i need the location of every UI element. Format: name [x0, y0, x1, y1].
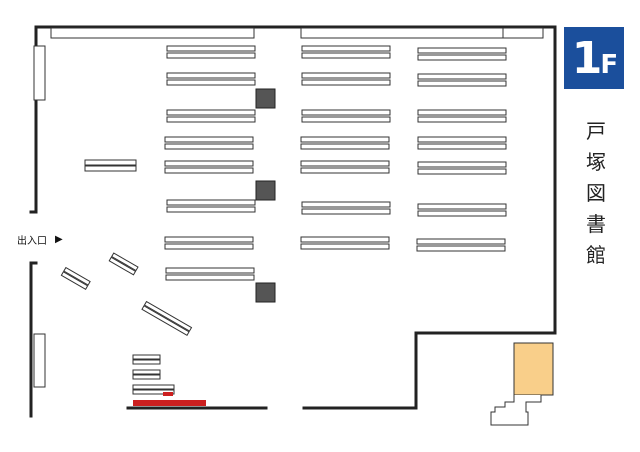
shelf-c3-2 [417, 73, 507, 87]
entrance-arrow-icon: ▶ [55, 234, 63, 245]
wall-north-west [34, 25, 557, 410]
shelf-c2-1 [301, 45, 391, 59]
shelf-c1-4 [164, 136, 254, 150]
staff-stairs [490, 394, 553, 426]
entrance-label: 出入口 ▶ [17, 232, 63, 247]
floor-badge: 1F [564, 27, 624, 89]
floor-number: 1 [571, 32, 603, 84]
pillar-3 [255, 282, 276, 303]
shelf-c3-5 [417, 161, 507, 175]
shelf-c1-3 [166, 109, 256, 123]
shelf-c3-3 [417, 109, 507, 123]
pillar-1 [255, 88, 276, 109]
library-name-char-1: 戸 [586, 119, 606, 143]
wall-south-west [29, 261, 38, 418]
shelf-left-small [84, 159, 137, 172]
library-name-char-5: 館 [586, 243, 606, 267]
shelf-angled-3 [141, 300, 193, 337]
shelf-angled-2 [60, 266, 91, 291]
shelf-c2-3 [301, 109, 391, 123]
wall-shelf-north-right [300, 27, 544, 39]
shelves [60, 45, 507, 395]
entrance-text: 出入口 [17, 236, 47, 247]
shelf-c2-5 [300, 160, 390, 174]
library-name-char-2: 塚 [586, 150, 606, 174]
wall-shelf-north-left [50, 27, 255, 39]
shelf-c1-7 [164, 236, 254, 250]
shelf-c1-8 [165, 267, 255, 281]
window-west-upper [33, 45, 46, 101]
shelf-c3-4 [417, 136, 507, 150]
library-name-char-4: 書 [586, 212, 606, 236]
shelf-c2-6 [301, 201, 391, 215]
staff-area [513, 342, 554, 396]
shelf-angled-1 [108, 252, 139, 276]
pillar-2 [255, 180, 276, 201]
shelf-c3-7 [416, 238, 506, 252]
shelf-counter-3 [132, 384, 175, 395]
library-name-char-3: 図 [586, 181, 606, 205]
shelf-c3-1 [417, 47, 507, 61]
counter-red-main [133, 400, 206, 406]
shelf-c2-2 [301, 72, 391, 86]
walls [29, 25, 557, 418]
floor-suffix: F [600, 49, 618, 80]
shelf-c1-1 [166, 45, 256, 59]
shelf-c1-6 [166, 199, 256, 213]
shelf-c1-2 [166, 72, 256, 86]
shelf-c3-6 [417, 203, 507, 217]
shelf-counter-1 [132, 354, 161, 365]
window-west-lower [33, 333, 46, 388]
shelf-c2-4 [300, 136, 390, 150]
shelf-c2-7 [300, 236, 390, 250]
pillars [255, 88, 276, 303]
shelf-counter-2 [132, 369, 161, 380]
library-name: 戸 塚 図 書 館 [584, 116, 608, 271]
shelf-c1-5 [164, 160, 254, 174]
counter-red-small [163, 392, 173, 396]
